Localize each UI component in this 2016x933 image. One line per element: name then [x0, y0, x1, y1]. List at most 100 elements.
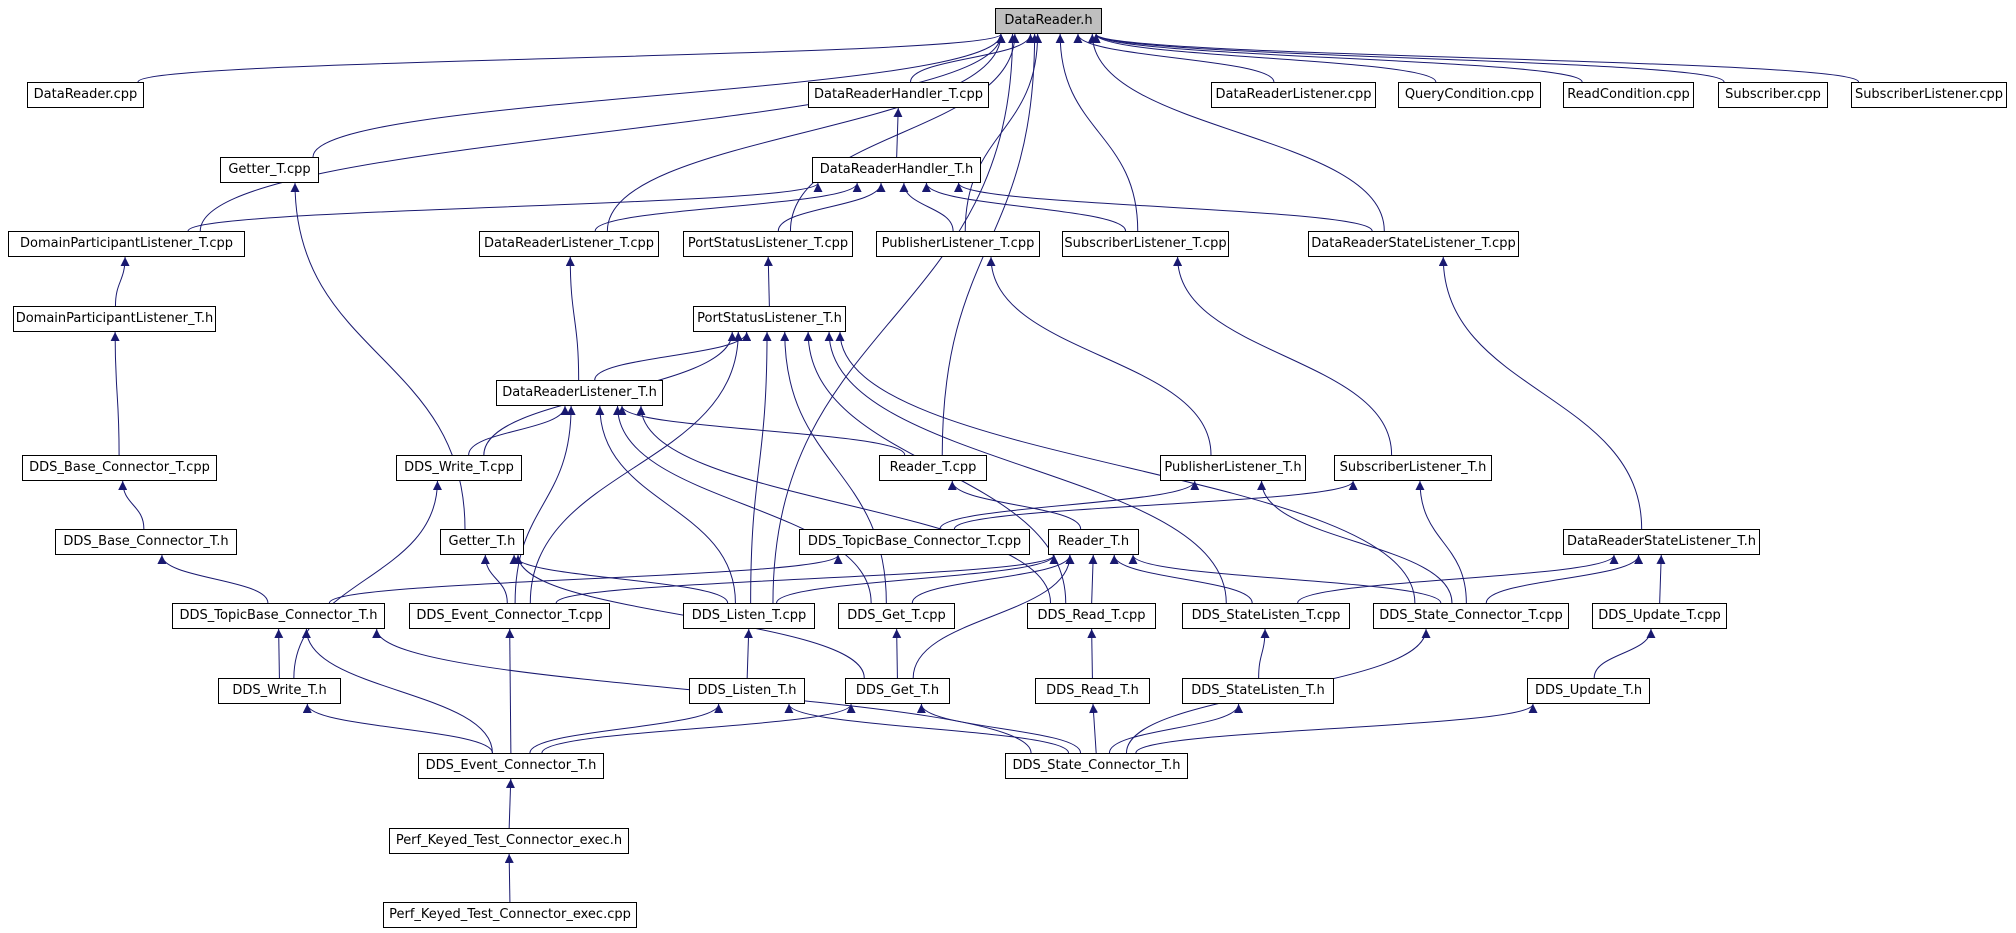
- node-subscriberlistener-t-h[interactable]: SubscriberListener_T.h: [1334, 455, 1492, 481]
- edge-subl_t_cpp-to-drh_t_h: [921, 182, 1127, 232]
- node-perf-keyed-test-connector-exec-h[interactable]: Perf_Keyed_Test_Connector_exec.h: [389, 828, 629, 854]
- node-reader-t-cpp[interactable]: Reader_T.cpp: [879, 455, 987, 481]
- node-dds-state-connector-t-h[interactable]: DDS_State_Connector_T.h: [1005, 753, 1188, 779]
- edge-dsc_t_h-to-dl_t_h: [784, 703, 1070, 754]
- node-publisherlistener-t-h[interactable]: PublisherListener_T.h: [1160, 455, 1306, 481]
- node-dds-get-t-cpp[interactable]: DDS_Get_T.cpp: [838, 603, 955, 629]
- edge-dsc_t_h-to-du_t_h: [1135, 703, 1538, 754]
- edge-qc_cpp-to-dr_h: [1091, 33, 1437, 83]
- edge-dl_t_h-to-dl_t_cpp: [743, 628, 753, 679]
- node-domainparticipantlistener-t-h[interactable]: DomainParticipantListener_T.h: [13, 306, 216, 332]
- edge-rc_cpp-to-dr_h: [1091, 33, 1583, 83]
- edge-dec_t_h-to-dtbc_t_h: [301, 628, 493, 754]
- edge-drsl_t_cpp-to-dr_h: [1087, 33, 1385, 232]
- node-subscriberlistener-cpp[interactable]: SubscriberListener.cpp: [1851, 82, 2007, 108]
- node-dds-listen-t-h[interactable]: DDS_Listen_T.h: [689, 678, 805, 704]
- node-datareaderhandler-t-cpp[interactable]: DataReaderHandler_T.cpp: [808, 82, 989, 108]
- node-dds-event-connector-t-h[interactable]: DDS_Event_Connector_T.h: [418, 753, 604, 779]
- edge-dw_t_h-to-dw_t_cpp: [293, 480, 442, 679]
- edge-dtbc_t_h-to-dtbc_t_cpp: [328, 554, 843, 604]
- node-datareaderlistener-t-cpp[interactable]: DataReaderListener_T.cpp: [479, 231, 659, 257]
- edge-du_t_cpp-to-drsl_t_h: [1656, 554, 1666, 604]
- node-dds-event-connector-t-cpp[interactable]: DDS_Event_Connector_T.cpp: [409, 603, 610, 629]
- edge-dec_t_cpp-to-psl_t_h: [529, 331, 743, 604]
- node-publisherlistener-t-cpp[interactable]: PublisherListener_T.cpp: [876, 231, 1040, 257]
- edge-dw_t_cpp-to-drl_t_h: [468, 405, 570, 456]
- node-portstatuslistener-t-h[interactable]: PortStatusListener_T.h: [693, 306, 846, 332]
- edge-dg_t_cpp-to-drl_t_h: [613, 405, 872, 604]
- node-datareaderstatelistener-t-cpp[interactable]: DataReaderStateListener_T.cpp: [1308, 231, 1519, 257]
- node-dds-update-t-cpp[interactable]: DDS_Update_T.cpp: [1592, 603, 1727, 629]
- node-getter-t-cpp[interactable]: Getter_T.cpp: [220, 157, 319, 183]
- edge-dg_t_h-to-dg_t_cpp: [892, 628, 902, 679]
- edge-drl_cpp-to-dr_h: [1073, 33, 1275, 83]
- edge-drl_t_h-to-psl_t_h: [594, 331, 752, 381]
- node-portstatuslistener-t-cpp[interactable]: PortStatusListener_T.cpp: [683, 231, 853, 257]
- edge-dl_t_cpp-to-dr_h: [772, 33, 1018, 604]
- node-dds-read-t-h[interactable]: DDS_Read_T.h: [1035, 678, 1150, 704]
- node-reader-t-h[interactable]: Reader_T.h: [1048, 529, 1139, 555]
- edge-dec_t_h-to-dg_t_h: [541, 703, 856, 754]
- edge-dec_t_cpp-to-drl_t_h: [514, 405, 576, 604]
- node-getter-t-h[interactable]: Getter_T.h: [440, 529, 524, 555]
- edge-psl_t_h-to-psl_t_cpp: [763, 256, 773, 307]
- edge-dtbc_t_cpp-to-subl_t_h: [953, 480, 1358, 530]
- node-datareaderlistener-t-h[interactable]: DataReaderListener_T.h: [496, 380, 663, 406]
- edge-dl_t_cpp-to-reader_t_h: [776, 554, 1059, 604]
- edge-subl_t_cpp-to-dr_h: [1055, 33, 1139, 232]
- node-dds-read-t-cpp[interactable]: DDS_Read_T.cpp: [1027, 603, 1156, 629]
- edge-drh_t_cpp-to-dr_h: [910, 33, 1035, 83]
- edge-psl_t_cpp-to-drh_t_h: [777, 182, 886, 232]
- node-datareader-cpp[interactable]: DataReader.cpp: [27, 82, 144, 108]
- edge-publ_t_cpp-to-drh_t_h: [899, 182, 954, 232]
- edge-drl_t_h-to-drl_t_cpp: [565, 256, 580, 381]
- node-datareaderstatelistener-t-h[interactable]: DataReaderStateListener_T.h: [1563, 529, 1760, 555]
- node-dds-update-t-h[interactable]: DDS_Update_T.h: [1527, 678, 1650, 704]
- node-dds-write-t-cpp[interactable]: DDS_Write_T.cpp: [396, 455, 522, 481]
- edge-dbc_t_cpp-to-dpl_t_h: [110, 331, 120, 456]
- edge-dsc_t_cpp-to-publ_t_h: [1257, 480, 1453, 604]
- node-datareader-h[interactable]: DataReader.h: [995, 8, 1102, 34]
- node-dds-base-connector-t-h[interactable]: DDS_Base_Connector_T.h: [55, 529, 237, 555]
- node-dds-base-connector-t-cpp[interactable]: DDS_Base_Connector_T.cpp: [22, 455, 217, 481]
- node-subscriberlistener-t-cpp[interactable]: SubscriberListener_T.cpp: [1062, 231, 1229, 257]
- node-dds-topicbase-connector-t-cpp[interactable]: DDS_TopicBase_Connector_T.cpp: [799, 529, 1030, 555]
- node-datareaderhandler-t-h[interactable]: DataReaderHandler_T.h: [812, 157, 981, 183]
- edge-reader_t_cpp-to-drl_t_h: [617, 405, 906, 456]
- node-datareaderlistener-cpp[interactable]: DataReaderListener.cpp: [1211, 82, 1376, 108]
- node-dds-write-t-h[interactable]: DDS_Write_T.h: [218, 678, 341, 704]
- node-domainparticipantlistener-t-cpp[interactable]: DomainParticipantListener_T.cpp: [8, 231, 245, 257]
- edge-dsc_t_cpp-to-subl_t_h: [1415, 480, 1467, 604]
- node-dds-statelisten-t-h[interactable]: DDS_StateListen_T.h: [1182, 678, 1334, 704]
- node-dds-topicbase-connector-t-h[interactable]: DDS_TopicBase_Connector_T.h: [172, 603, 385, 629]
- node-dds-state-connector-t-cpp[interactable]: DDS_State_Connector_T.cpp: [1373, 603, 1569, 629]
- node-perf-keyed-test-connector-exec-cpp[interactable]: Perf_Keyed_Test_Connector_exec.cpp: [383, 902, 637, 928]
- edge-dl_t_cpp-to-drl_t_h: [595, 405, 736, 604]
- edge-drd_t_h-to-drd_t_cpp: [1087, 628, 1097, 679]
- edge-drd_t_cpp-to-reader_t_h: [1088, 554, 1098, 604]
- edge-drh_t_h-to-drh_t_cpp: [893, 107, 903, 158]
- edge-du_t_h-to-du_t_cpp: [1593, 628, 1656, 679]
- node-dds-get-t-h[interactable]: DDS_Get_T.h: [845, 678, 950, 704]
- edge-dr_cpp-to-dr_h: [137, 33, 1006, 83]
- node-dds-listen-t-cpp[interactable]: DDS_Listen_T.cpp: [683, 603, 815, 629]
- edge-dsc_t_cpp-to-reader_t_h: [1128, 554, 1442, 604]
- node-querycondition-cpp[interactable]: QueryCondition.cpp: [1398, 82, 1541, 108]
- edge-dsc_t_cpp-to-drsl_t_h: [1485, 554, 1644, 604]
- edge-dw_t_h-to-dtbc_t_h: [274, 628, 284, 679]
- edge-dl_t_cpp-to-getter_h: [509, 554, 729, 604]
- node-subscriber-cpp[interactable]: Subscriber.cpp: [1718, 82, 1828, 108]
- edge-dg_t_h-to-reader_t_h: [912, 554, 1075, 679]
- node-dds-statelisten-t-cpp[interactable]: DDS_StateListen_T.cpp: [1182, 603, 1350, 629]
- edge-sub_cpp-to-dr_h: [1091, 33, 1725, 83]
- node-readcondition-cpp[interactable]: ReadCondition.cpp: [1563, 82, 1694, 108]
- edge-dsc_t_h-to-drd_t_h: [1089, 703, 1099, 754]
- edge-dec_t_h-to-dl_t_h: [529, 703, 724, 754]
- edge-drd_t_cpp-to-drl_t_h: [636, 405, 1052, 604]
- edge-perf_h-to-dec_t_h: [505, 778, 515, 829]
- edge-psl_t_cpp-to-dr_h: [789, 33, 1020, 232]
- edge-dtbc_t_cpp-to-publ_t_h: [939, 480, 1200, 530]
- edge-dsl_t_cpp-to-psl_t_h: [824, 331, 1227, 604]
